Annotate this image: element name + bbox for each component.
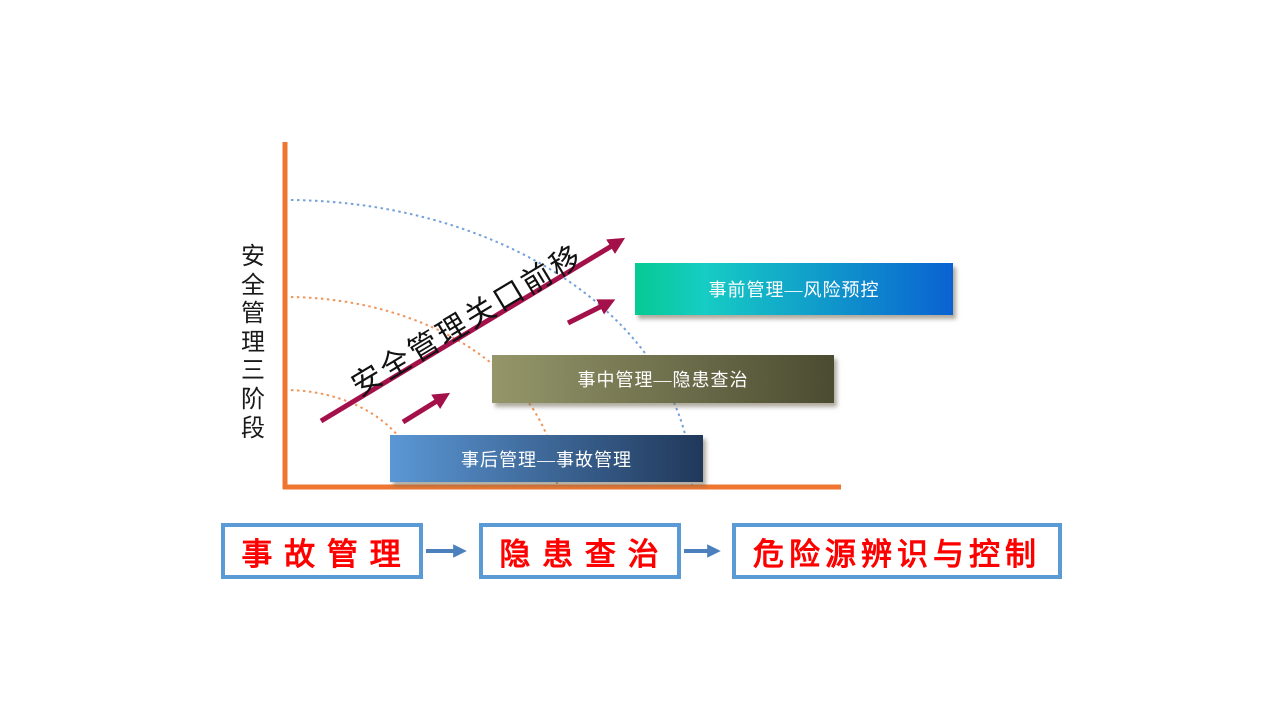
arc-outer-blue [284, 199, 693, 488]
flow-box-hazard-investigation: 隐 患 查 治 [479, 523, 681, 579]
step-arrow-2 [566, 299, 616, 326]
main-forward-arrow [319, 237, 626, 424]
flow-box-risk-identification-control: 危险源辨识与控制 [732, 523, 1062, 579]
arc-middle-orange [284, 296, 558, 488]
bar-pre-management: 事前管理—风险预控 [635, 263, 953, 315]
flow-box-hazard-investigation-label: 隐 患 查 治 [499, 536, 661, 572]
y-axis-title: 安全管理三阶段 [241, 244, 265, 442]
bar-mid-management-label: 事中管理—隐患查治 [577, 370, 749, 390]
flow-box-accident-management: 事 故 管 理 [221, 523, 423, 579]
bar-mid-management: 事中管理—隐患查治 [492, 355, 834, 403]
bar-post-management: 事后管理—事故管理 [390, 435, 703, 482]
bar-post-management-label: 事后管理—事故管理 [461, 449, 632, 470]
bar-pre-management-label: 事前管理—风险预控 [708, 280, 880, 300]
flow-box-accident-management-label: 事 故 管 理 [241, 536, 403, 572]
step-arrow-1 [401, 392, 451, 425]
flow-box-risk-identification-control-label: 危险源辨识与控制 [753, 536, 1041, 572]
